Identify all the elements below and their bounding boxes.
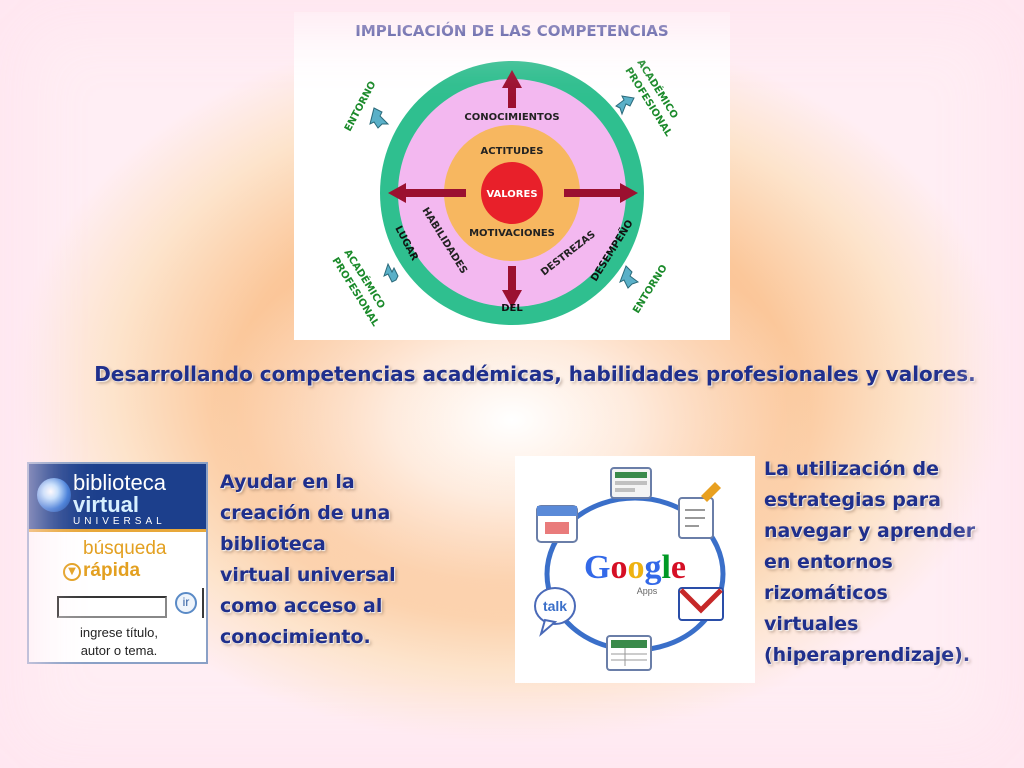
library-logo-line2: virtual <box>73 492 140 517</box>
text-line: como acceso al <box>220 595 383 617</box>
corner-br-label: ENTORNO <box>631 263 670 316</box>
corner-arrows <box>369 95 640 289</box>
hint-line-1: ingrese título, <box>79 625 159 640</box>
text-line: (hiperaprendizaje). <box>764 644 971 666</box>
text-line: creación de una <box>220 502 391 524</box>
library-search-hint: ingrese título, autor o tema. <box>35 624 203 660</box>
center-circle <box>481 162 543 224</box>
text-line: Ayudar en la <box>220 471 355 493</box>
outer-bottom-label: DEL <box>501 303 523 314</box>
docs-icon <box>678 482 721 539</box>
library-go-button[interactable]: ir <box>175 592 197 614</box>
text-line: virtual universal <box>220 564 396 586</box>
diagram-title: IMPLICACIÓN DE LAS COMPETENCIAS <box>355 21 668 40</box>
inner-bottom-label: MOTIVACIONES <box>469 228 555 239</box>
text-line: navegar y aprender <box>764 520 976 542</box>
globe-icon <box>37 478 71 512</box>
virtual-library-widget: biblioteca virtual UNIVERSAL búsqueda ▼ … <box>27 462 208 664</box>
talk-label: talk <box>543 598 567 614</box>
google-apps-image: Google Apps <box>515 456 755 683</box>
library-description: Ayudar en la creación de una biblioteca … <box>220 467 410 653</box>
hint-line-2: autor o tema. <box>80 643 158 658</box>
sites-icon <box>610 467 652 499</box>
corner-tl-label: ENTORNO <box>343 80 379 134</box>
spreadsheets-icon <box>606 635 652 671</box>
text-line: La utilización de <box>764 458 940 480</box>
text-line: estrategias para <box>764 489 941 511</box>
competencies-diagram: IMPLICACIÓN DE LAS COMPETENCIAS VALORES … <box>294 12 730 340</box>
middle-top-label: CONOCIMIENTOS <box>464 112 559 123</box>
center-label: VALORES <box>486 189 537 200</box>
google-apps-label: Apps <box>637 586 658 596</box>
text-line: virtuales <box>764 613 859 635</box>
quick-search-title-2: rápida <box>83 560 141 581</box>
text-line: biblioteca <box>220 533 326 555</box>
library-logo-line3: UNIVERSAL <box>73 516 166 527</box>
direction-arrows <box>388 70 638 308</box>
calendar-icon <box>536 505 578 543</box>
text-line: conocimiento. <box>220 626 371 648</box>
gmail-icon <box>678 587 724 621</box>
library-logo-line1: biblioteca <box>73 470 166 495</box>
library-search-input[interactable] <box>57 596 167 618</box>
divider <box>202 588 204 618</box>
text-line: rizomáticos <box>764 582 888 604</box>
library-logo: biblioteca virtual UNIVERSAL <box>29 464 206 532</box>
hiperaprendizaje-description: La utilización de estrategias para naveg… <box>764 454 994 671</box>
google-logo: Google <box>584 549 686 586</box>
talk-icon: talk <box>534 587 576 637</box>
quick-search-title-1: búsqueda <box>83 538 167 559</box>
text-line: en entornos <box>764 551 893 573</box>
tagline: Desarrollando competencias académicas, h… <box>94 362 976 386</box>
inner-top-label: ACTITUDES <box>481 146 544 157</box>
chevron-down-icon: ▼ <box>63 563 81 581</box>
